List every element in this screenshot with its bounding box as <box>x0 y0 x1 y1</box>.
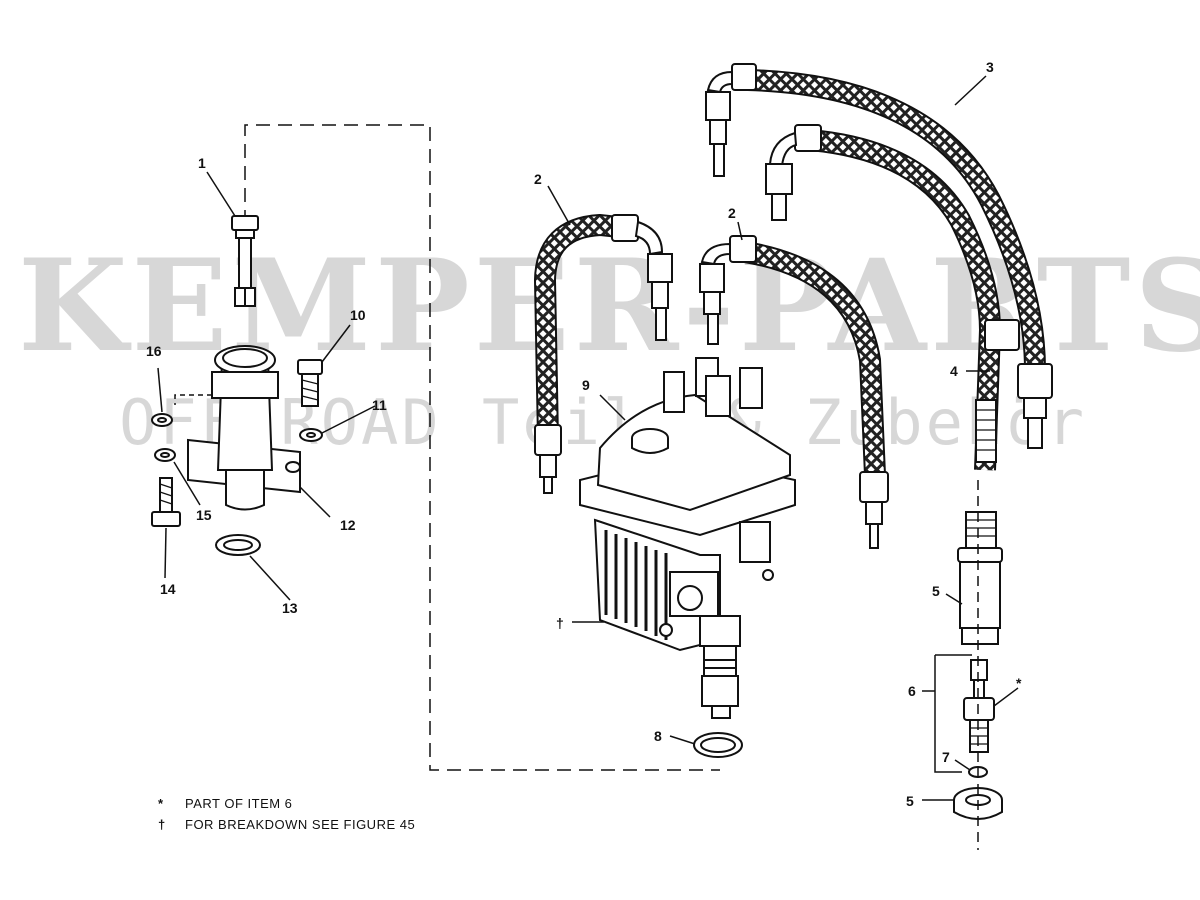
legend-note-breakdown: † FOR BREAKDOWN SEE FIGURE 45 <box>158 817 415 832</box>
adapter-housing <box>187 345 301 511</box>
callout-1: 1 <box>198 155 206 171</box>
legend-symbol-star: * <box>158 796 164 811</box>
callout-10: 10 <box>350 307 366 323</box>
legend-symbol-dagger: † <box>158 817 166 832</box>
callout-dagger: † <box>556 615 564 631</box>
legend-text: FOR BREAKDOWN SEE FIGURE 45 <box>185 817 416 832</box>
ignition-lead-part-3 <box>705 63 1053 449</box>
callout-16: 16 <box>146 343 162 359</box>
drive-shaft-part-1 <box>231 215 259 307</box>
callout-8: 8 <box>654 728 662 744</box>
callout-5-lower: 5 <box>906 793 914 809</box>
leader-lines-left <box>157 171 376 601</box>
callout-5-upper: 5 <box>932 583 940 599</box>
distributor-housing-part-9 <box>579 357 796 719</box>
screw-part-10 <box>297 359 323 407</box>
adapter-part-5 <box>957 511 1003 645</box>
spark-plug-part-6 <box>963 659 995 753</box>
callout-9: 9 <box>582 377 590 393</box>
callout-7: 7 <box>942 749 950 765</box>
washer-part-15 <box>154 448 176 462</box>
callout-6: 6 <box>908 683 916 699</box>
callout-2-right: 2 <box>728 205 736 221</box>
legend-text: PART OF ITEM 6 <box>185 796 293 811</box>
callout-12: 12 <box>340 517 356 533</box>
washer-part-16 <box>151 413 173 427</box>
gasket-part-13 <box>215 534 261 556</box>
callout-14: 14 <box>160 581 176 597</box>
ignition-lead-part-2-left <box>533 213 673 494</box>
callout-15: 15 <box>196 507 212 523</box>
callout-3: 3 <box>986 59 994 75</box>
callout-2-left: 2 <box>534 171 542 187</box>
ignition-lead-part-2-right <box>699 235 889 549</box>
callout-13: 13 <box>282 600 298 616</box>
o-ring-part-8 <box>693 732 743 758</box>
leader-lines-right <box>547 75 1019 801</box>
legend-note-part-of-item-6: * PART OF ITEM 6 <box>158 796 292 811</box>
callout-star: * <box>1016 675 1022 691</box>
washer-part-11 <box>299 428 323 442</box>
callout-4: 4 <box>950 363 958 379</box>
ignition-lead-part-4 <box>765 124 1020 471</box>
callout-11: 11 <box>372 397 387 413</box>
assembly-dashed-line <box>244 124 720 771</box>
screw-part-14 <box>151 477 181 527</box>
